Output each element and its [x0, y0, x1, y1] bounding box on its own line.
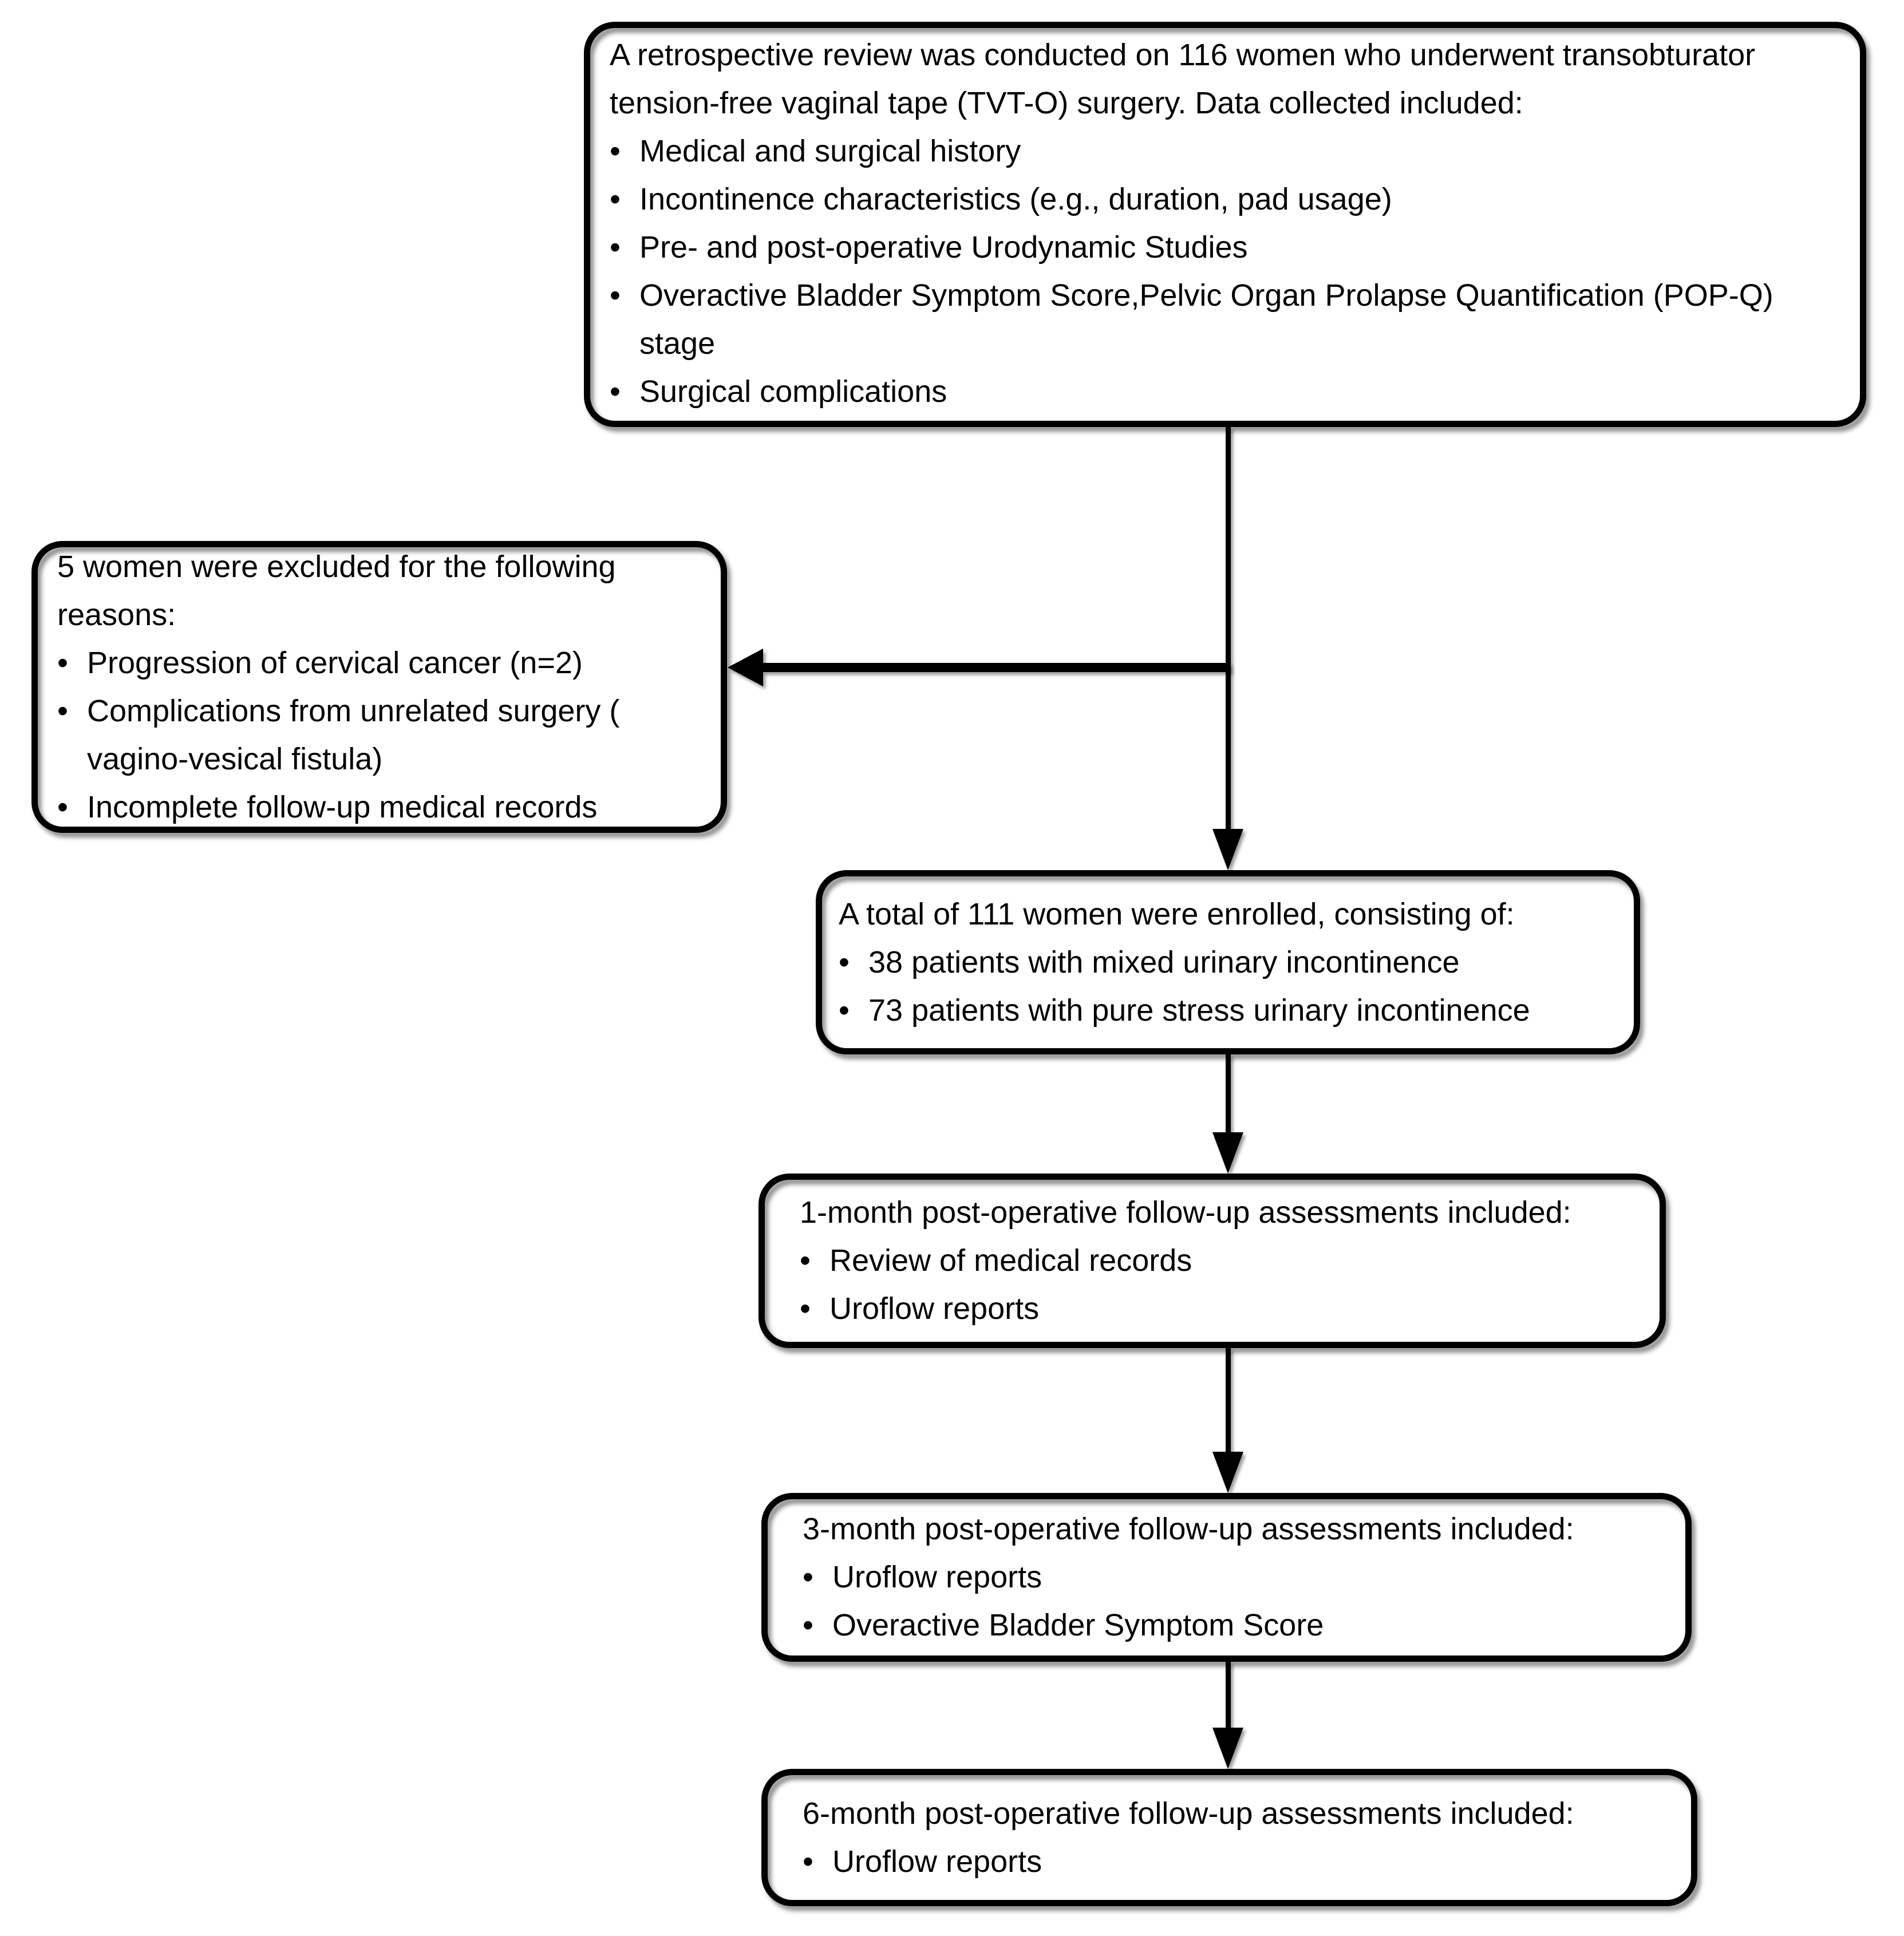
list-item: •38 patients with mixed urinary incontin…: [839, 938, 1617, 986]
exclusion-box: 5 women were excluded for the following …: [31, 541, 727, 833]
arrowhead-left-icon: [728, 649, 763, 686]
list-item: •Incomplete follow-up medical records: [57, 783, 701, 831]
exclusion-intro: 5 women were excluded for the following …: [57, 550, 616, 632]
study-protocol-box: A retrospective review was conducted on …: [584, 22, 1866, 427]
arrowhead-down-icon: [1212, 1728, 1243, 1769]
bullet-icon: •: [57, 646, 68, 680]
bullet-icon: •: [610, 278, 621, 313]
list-item: •Overactive Bladder Symptom Score,Pelvic…: [610, 271, 1840, 368]
list-item: •Uroflow reports: [800, 1285, 1643, 1333]
list-item: •Progression of cervical cancer (n=2): [57, 639, 701, 687]
arrow-line: [761, 663, 1230, 672]
bullet-icon: •: [800, 1243, 811, 1278]
bullet-icon: •: [610, 230, 621, 264]
followup-1-month-intro: 1-month post-operative follow-up assessm…: [800, 1195, 1571, 1230]
followup-1-month-bullets: •Review of medical records •Uroflow repo…: [800, 1236, 1643, 1333]
arrow-line: [1226, 1348, 1231, 1453]
bullet-icon: •: [803, 1844, 813, 1879]
followup-3-month-bullets: •Uroflow reports •Overactive Bladder Sym…: [803, 1553, 1669, 1649]
arrowhead-down-icon: [1212, 1452, 1243, 1493]
followup-3-month-box: 3-month post-operative follow-up assessm…: [761, 1493, 1692, 1662]
followup-6-month-intro: 6-month post-operative follow-up assessm…: [803, 1796, 1574, 1831]
list-item: •Pre- and post-operative Urodynamic Stud…: [610, 223, 1840, 271]
arrow-line: [1226, 1054, 1231, 1135]
bullet-icon: •: [57, 790, 68, 824]
list-item: •Medical and surgical history: [610, 127, 1840, 175]
list-item: •Overactive Bladder Symptom Score: [803, 1601, 1669, 1649]
followup-6-month-box: 6-month post-operative follow-up assessm…: [761, 1769, 1697, 1906]
bullet-icon: •: [610, 134, 621, 168]
enrollment-bullets: •38 patients with mixed urinary incontin…: [839, 938, 1617, 1034]
followup-1-month-box: 1-month post-operative follow-up assessm…: [759, 1174, 1666, 1348]
list-item: •Uroflow reports: [803, 1838, 1674, 1886]
list-item: •Review of medical records: [800, 1236, 1643, 1285]
followup-3-month-intro: 3-month post-operative follow-up assessm…: [803, 1512, 1574, 1546]
bullet-icon: •: [610, 182, 621, 216]
enrollment-intro: A total of 111 women were enrolled, cons…: [839, 897, 1515, 931]
exclusion-bullets: •Progression of cervical cancer (n=2) •C…: [57, 639, 701, 831]
list-item: •Complications from unrelated surgery ( …: [57, 687, 701, 783]
bullet-icon: •: [839, 993, 850, 1028]
list-item: •Incontinence characteristics (e.g., dur…: [610, 175, 1840, 223]
bullet-icon: •: [800, 1291, 811, 1326]
list-item: •Uroflow reports: [803, 1553, 1669, 1601]
study-protocol-bullets: •Medical and surgical history •Incontine…: [610, 127, 1840, 416]
enrollment-box: A total of 111 women were enrolled, cons…: [816, 870, 1640, 1054]
arrowhead-down-icon: [1212, 1132, 1243, 1174]
study-protocol-intro: A retrospective review was conducted on …: [610, 38, 1756, 120]
list-item: •Surgical complications: [610, 368, 1840, 416]
bullet-icon: •: [803, 1608, 813, 1642]
arrow-line: [1226, 427, 1231, 830]
arrow-line: [1226, 1662, 1231, 1729]
bullet-icon: •: [803, 1560, 813, 1594]
list-item: •73 patients with pure stress urinary in…: [839, 986, 1617, 1034]
bullet-icon: •: [57, 694, 68, 728]
arrowhead-down-icon: [1212, 829, 1243, 870]
bullet-icon: •: [610, 374, 621, 409]
followup-6-month-bullets: •Uroflow reports: [803, 1838, 1674, 1886]
bullet-icon: •: [839, 945, 850, 979]
